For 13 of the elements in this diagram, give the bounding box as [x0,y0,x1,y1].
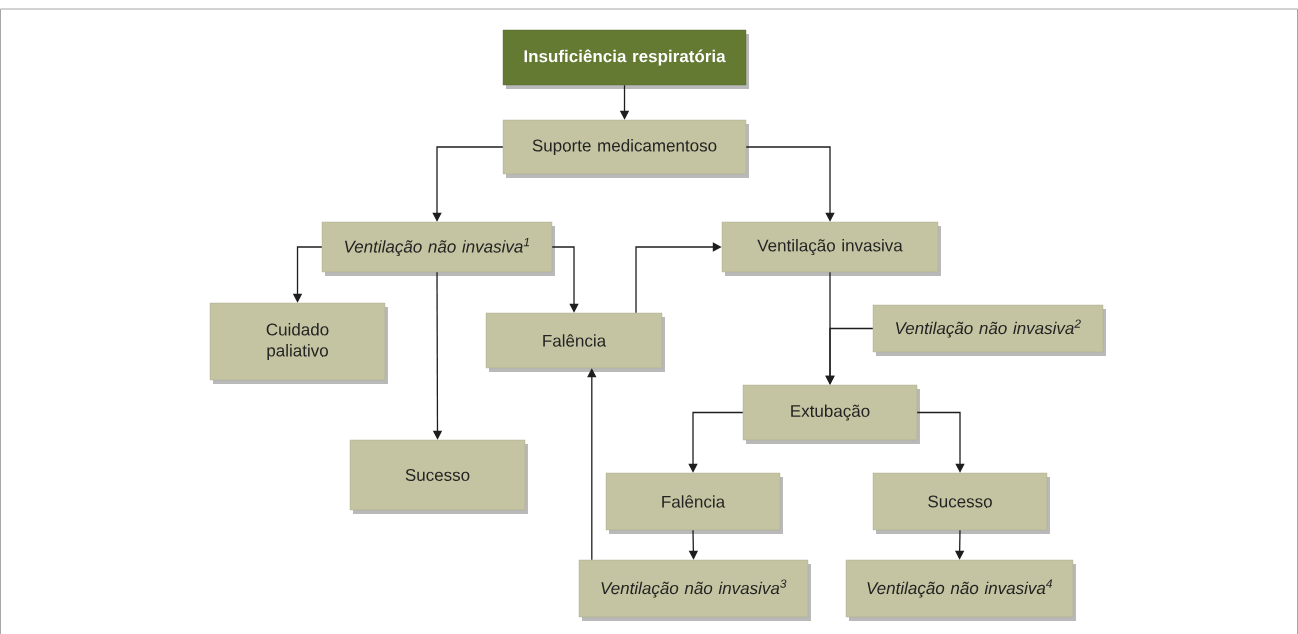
process-box: Falência [605,472,783,534]
process-box: Suporte medicamentoso [502,119,749,178]
process-box: Ventilação não invasiva$^{2}$ [872,304,1106,356]
process-box: Sucesso [349,439,528,514]
process-box: Ventilação não invasiva$^{3}$ [578,559,811,621]
process-box: Ventilação invasiva [721,221,941,276]
process-box: Cuidado paliativo [209,302,388,384]
process-box: Falência [485,312,665,372]
process-box: Ventilação não invasiva$^{1}$ [321,221,555,276]
process-box: Sucesso [872,472,1050,534]
process-box: Ventilação não invasiva$^{4}$ [845,559,1076,621]
title-box: Insuficiência respiratória [502,29,749,89]
process-box: Extubação [742,384,920,444]
